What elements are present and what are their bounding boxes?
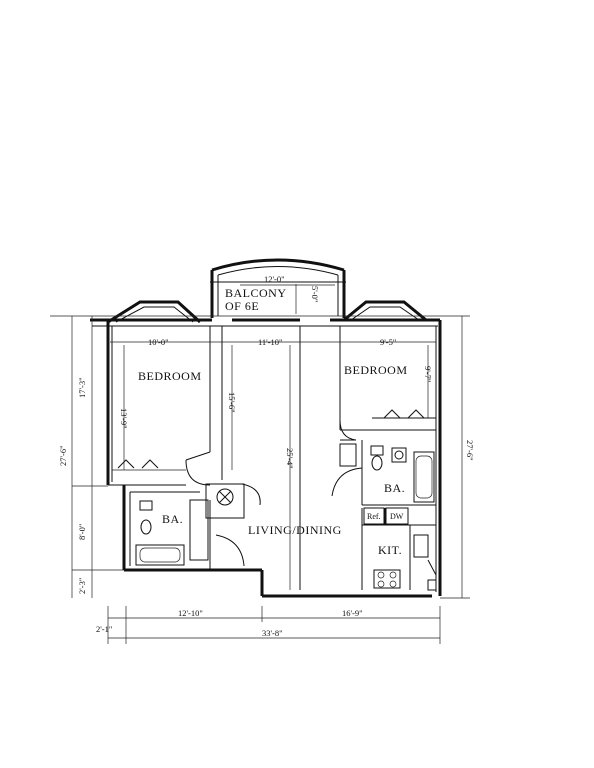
dim-living-width: 11'-10" bbox=[258, 337, 283, 347]
dim-left-middle: 8'-0" bbox=[77, 524, 87, 540]
dim-bedroom-right-width: 9'-5" bbox=[380, 337, 396, 347]
dim-bottom-small: 2'-1" bbox=[96, 624, 112, 634]
bedroom-left-label: BEDROOM bbox=[138, 369, 202, 383]
dim-right-total: 27'-6" bbox=[465, 440, 475, 461]
dishwasher-label: DW bbox=[390, 512, 404, 521]
dim-living-depth: 25'-4" bbox=[285, 448, 295, 469]
dim-balcony-width: 12'-0" bbox=[264, 274, 285, 284]
dim-overall-width: 33'-8" bbox=[262, 628, 283, 638]
dim-bedroom-left-depth: 13'-9" bbox=[119, 408, 129, 429]
interior-walls bbox=[108, 326, 436, 590]
hall-closet bbox=[205, 483, 245, 519]
refrigerator-label: Ref. bbox=[367, 512, 381, 521]
closet-left bbox=[112, 459, 186, 471]
dim-left-upper: 17'-3" bbox=[77, 377, 87, 398]
closet-right bbox=[383, 409, 425, 419]
left-bath-fixtures bbox=[135, 499, 209, 566]
doors bbox=[185, 419, 363, 567]
dim-bottom-left: 12'-10" bbox=[178, 608, 203, 618]
bath-right-label: BA. bbox=[384, 481, 405, 495]
living-dining-label: LIVING/DINING bbox=[248, 523, 342, 537]
balcony-label-line2: OF 6E bbox=[225, 299, 259, 313]
dim-left-total: 27'-6" bbox=[58, 445, 68, 466]
bay-window-left bbox=[107, 300, 202, 324]
balcony-label-line1: BALCONY bbox=[225, 286, 287, 300]
bedroom-right-label: BEDROOM bbox=[344, 363, 408, 377]
balcony bbox=[210, 258, 346, 318]
kitchen-label: KIT. bbox=[378, 543, 402, 557]
dim-bedroom-right-depth: 9'-7" bbox=[423, 366, 433, 382]
dim-bottom-right: 16'-9" bbox=[342, 608, 363, 618]
kitchen-fixtures bbox=[363, 507, 437, 591]
right-bath-fixtures bbox=[339, 443, 435, 503]
bath-left-label: BA. bbox=[162, 512, 183, 526]
bay-window-right bbox=[343, 300, 427, 322]
dim-living-left-depth: 15'-6" bbox=[227, 392, 237, 413]
dim-balcony-depth: 5'-0" bbox=[310, 286, 320, 302]
dim-bedroom-left-width: 10'-0" bbox=[148, 337, 169, 347]
dimension-lines bbox=[50, 284, 470, 644]
exterior-walls bbox=[90, 318, 442, 598]
dim-left-lower: 2'-3" bbox=[77, 578, 87, 594]
